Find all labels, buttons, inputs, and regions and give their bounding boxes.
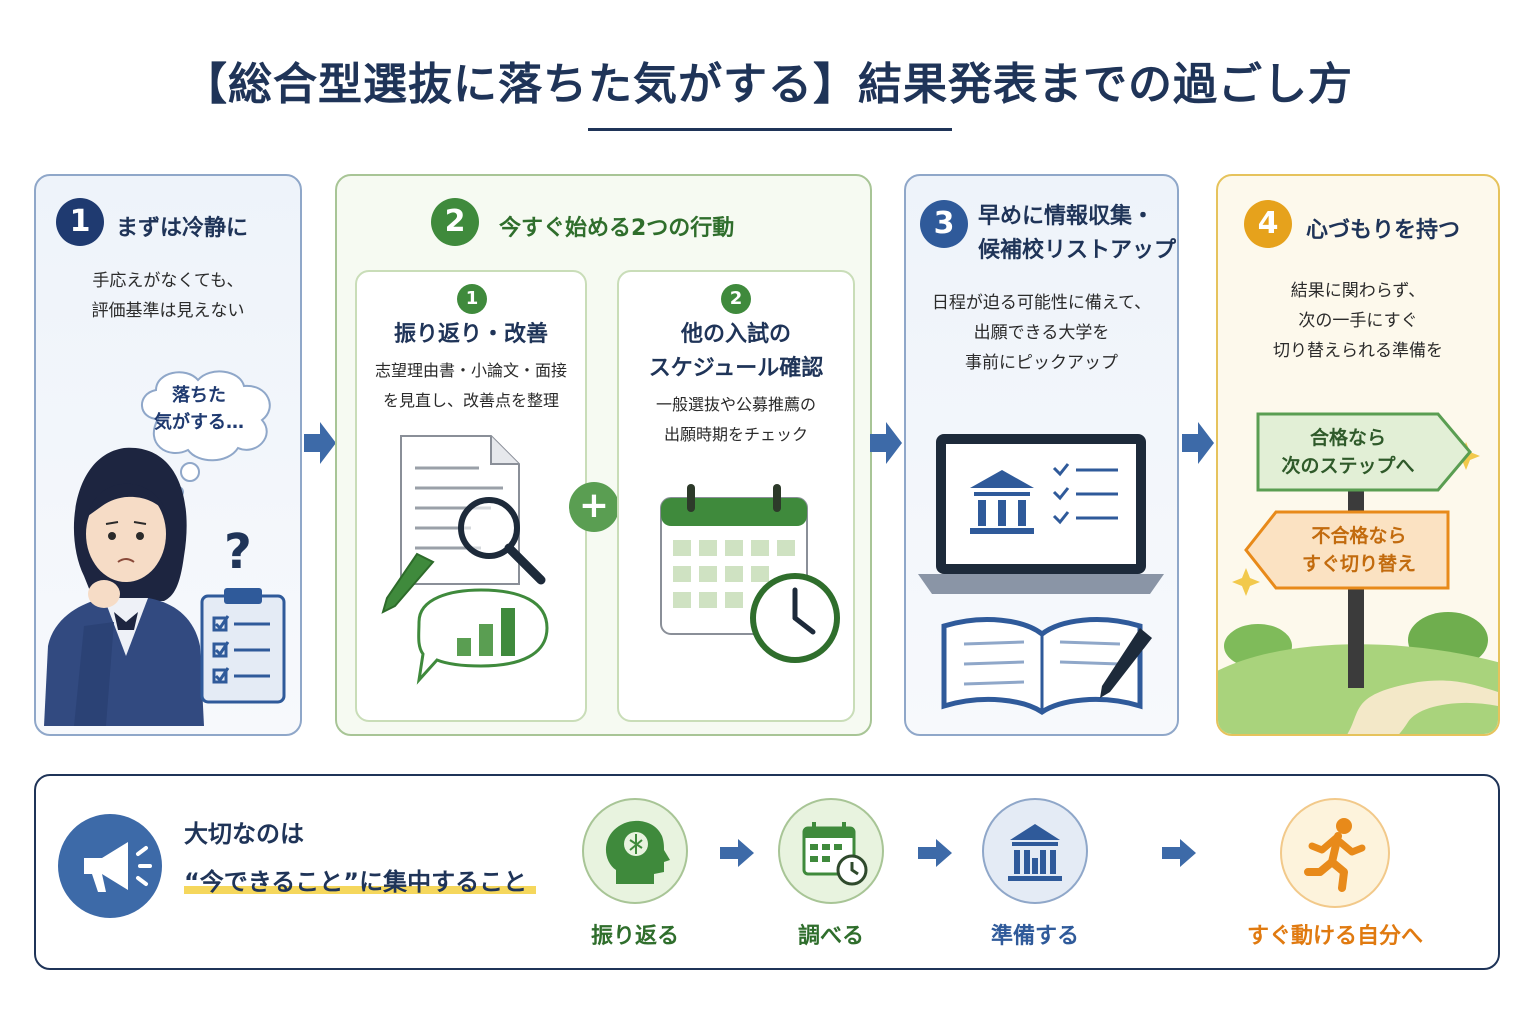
arrow-right-icon xyxy=(918,839,952,867)
panel4-text-line1: 結果に関わらず、 xyxy=(1290,281,1426,301)
calendar-icon xyxy=(802,822,868,886)
sign-pass-line2: 次のステップへ xyxy=(1281,455,1415,477)
checklist-clipboard-icon xyxy=(200,588,286,704)
subpanel-check-schedule: 2 他の入試の スケジュール確認 一般選抜や公募推薦の 出願時期をチェック xyxy=(617,270,855,722)
sub2-text: 一般選抜や公募推薦の 出願時期をチェック xyxy=(619,390,853,450)
panel1-heading: まずは冷静に xyxy=(116,216,249,241)
sign-fail-text: 不合格なら すぐ切り替え xyxy=(1274,522,1444,578)
worried-student-icon xyxy=(44,447,204,726)
sign-fail-arrow xyxy=(1244,510,1450,590)
question-mark-icon: ? xyxy=(224,524,252,580)
step-label-reflect: 振り返る xyxy=(590,924,679,949)
step-badge-2: 2 xyxy=(431,198,479,246)
sub1-text-line1: 志望理由書・小論文・面接 xyxy=(374,361,567,380)
megaphone-icon xyxy=(84,842,152,892)
calendar-clock-icon xyxy=(660,484,840,663)
sub1-text: 志望理由書・小論文・面接 を見直し、改善点を整理 xyxy=(357,356,585,416)
reflect-circle xyxy=(582,798,688,904)
sub2-text-line1: 一般選抜や公募推薦の xyxy=(655,395,816,414)
step-badge-1: 1 xyxy=(56,198,104,246)
panel3-text-line2: 出願できる大学を xyxy=(973,323,1110,343)
highlight-underline xyxy=(184,886,536,894)
panel1-text-line2: 評価基準は見えない xyxy=(91,301,245,321)
sign-fail-line2: すぐ切り替え xyxy=(1301,553,1416,575)
arrow-right-icon xyxy=(1182,422,1214,464)
sub1-heading: 振り返り・改善 xyxy=(393,322,548,347)
panel3-text: 日程が迫る可能性に備えて、 出願できる大学を 事前にピックアップ xyxy=(906,288,1177,378)
panel3-heading-line2: 候補校リストアップ xyxy=(978,238,1177,263)
step-label-prepare: 準備する xyxy=(990,924,1079,949)
panel-be-prepared: 4 心づもりを持つ 結果に関わらず、 次の一手にすぐ 切り替えられる準備を 合格… xyxy=(1216,174,1500,736)
key-message-line2: “今できること”に集中すること xyxy=(184,868,528,896)
key-message-line1: 大切なのは xyxy=(184,820,304,848)
sub-badge-2: 2 xyxy=(721,284,751,314)
plus-icon: + xyxy=(569,482,619,532)
panel2-heading: 今すぐ始める2つの行動 xyxy=(499,216,735,241)
key-message-box: 大切なのは “今できること”に集中すること 振り返る 調べる xyxy=(34,774,1500,970)
thought-bubble-icon xyxy=(141,370,271,498)
university-building-icon xyxy=(1008,824,1062,881)
sub2-heading-line2: スケジュール確認 xyxy=(648,356,824,381)
page-title: 【総合型選抜に落ちた気がする】結果発表までの過ごし方 xyxy=(183,59,1353,110)
step-badge-3: 3 xyxy=(920,200,968,248)
research-circle xyxy=(778,798,884,904)
step-label-ready: すぐ動ける自分へ xyxy=(1246,924,1423,949)
megaphone-badge xyxy=(58,814,162,918)
sign-pass-text: 合格なら 次のステップへ xyxy=(1258,424,1438,480)
key-message-highlight: “今できること”に集中すること xyxy=(184,862,536,896)
sub-badge-1: 1 xyxy=(457,284,487,314)
sub2-text-line2: 出願時期をチェック xyxy=(663,425,808,444)
arrow-right-icon xyxy=(1162,839,1196,867)
arrow-right-icon xyxy=(304,422,336,464)
arrow-right-icon xyxy=(870,422,902,464)
running-person-icon xyxy=(1304,818,1366,892)
head-brain-icon xyxy=(605,820,670,884)
panel-research-list: 3 早めに情報収集・ 候補校リストアップ 日程が迫る可能性に備えて、 出願できる… xyxy=(904,174,1179,736)
panel3-text-line1: 日程が迫る可能性に備えて、 xyxy=(931,293,1152,313)
laptop-university-list-icon xyxy=(918,434,1164,716)
sub1-text-line2: を見直し、改善点を整理 xyxy=(382,391,559,410)
ready-circle xyxy=(1280,798,1390,908)
step-label-research: 調べる xyxy=(797,924,864,949)
panel3-text-line3: 事前にピックアップ xyxy=(965,353,1118,373)
title-underline xyxy=(588,128,952,131)
panel1-text: 手応えがなくても、 評価基準は見えない xyxy=(36,266,300,326)
sub2-heading: 他の入試の スケジュール確認 xyxy=(619,318,853,386)
panel4-heading: 心づもりを持つ xyxy=(1306,218,1461,243)
sign-pass-line1: 合格なら xyxy=(1309,427,1386,449)
panel-stay-calm: 1 まずは冷静に 手応えがなくても、 評価基準は見えない 落ちた 気がする… ? xyxy=(34,174,302,736)
signpost-landscape-icon xyxy=(1218,442,1498,734)
panel3-heading-line1: 早めに情報収集・ xyxy=(978,204,1155,229)
sign-pass-arrow xyxy=(1256,412,1472,492)
subpanel-reflect-improve: 1 振り返り・改善 志望理由書・小論文・面接 を見直し、改善点を整理 xyxy=(355,270,587,722)
arrow-right-icon xyxy=(720,839,754,867)
document-search-icon xyxy=(381,435,549,685)
step-badge-4: 4 xyxy=(1244,200,1292,248)
panel4-text: 結果に関わらず、 次の一手にすぐ 切り替えられる準備を xyxy=(1218,276,1498,366)
prepare-circle xyxy=(982,798,1088,904)
panel1-text-line1: 手応えがなくても、 xyxy=(92,271,244,291)
sign-fail-line1: 不合格なら xyxy=(1311,525,1407,547)
panel4-text-line2: 次の一手にすぐ xyxy=(1298,311,1418,331)
bubble-line2: 気がする… xyxy=(154,412,244,433)
panel-two-actions: 2 今すぐ始める2つの行動 1 振り返り・改善 志望理由書・小論文・面接 を見直… xyxy=(335,174,872,736)
bubble-text: 落ちた 気がする… xyxy=(136,382,262,436)
panel4-text-line3: 切り替えられる準備を xyxy=(1273,341,1443,361)
panel3-heading: 早めに情報収集・ 候補校リストアップ xyxy=(978,200,1176,268)
sub2-heading-line1: 他の入試の xyxy=(680,322,791,347)
bubble-line1: 落ちた xyxy=(172,385,226,406)
